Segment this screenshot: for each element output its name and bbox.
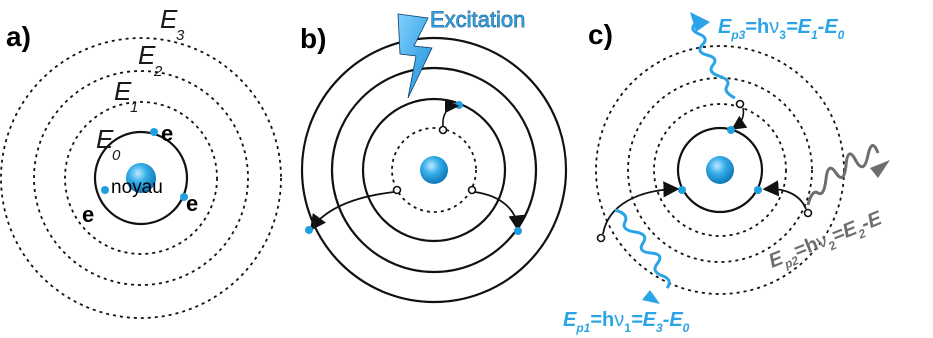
svg-text:2: 2 bbox=[153, 63, 163, 80]
electron-dot bbox=[754, 186, 762, 194]
photon-wave-p2 bbox=[806, 144, 880, 206]
electron-hole bbox=[438, 125, 448, 135]
transition-arrow bbox=[602, 181, 680, 235]
photon-arrowhead-p2 bbox=[870, 160, 890, 178]
svg-text:E: E bbox=[114, 76, 132, 106]
equation-ep2: Ep2=hν2=E2-E bbox=[766, 207, 887, 276]
photon-arrowhead-p3 bbox=[690, 12, 710, 32]
electron-dot bbox=[727, 126, 735, 134]
orbit-e2 bbox=[33, 70, 249, 286]
panel-b-label: b) bbox=[300, 23, 326, 54]
lightning-bolt-icon bbox=[397, 13, 433, 99]
panel-b: b) Excitation bbox=[300, 7, 568, 304]
electron-hole bbox=[596, 233, 606, 243]
nucleus bbox=[420, 156, 448, 184]
excitation-label: Excitation bbox=[430, 7, 525, 32]
orbit-e0 bbox=[93, 130, 189, 226]
electron-hole bbox=[735, 99, 745, 109]
orbit-e1 bbox=[64, 101, 218, 255]
equation-ep1: Ep1=hν1=E3-E0 bbox=[563, 309, 690, 335]
svg-text:Ep3=hν3=E1-E0: Ep3=hν3=E1-E0 bbox=[718, 16, 845, 42]
electron-dot bbox=[514, 227, 522, 235]
orbit-e3 bbox=[0, 37, 282, 319]
svg-text:E: E bbox=[138, 40, 156, 70]
orbit-third bbox=[330, 66, 538, 274]
svg-text:3: 3 bbox=[176, 27, 185, 44]
level-label-e2: E 2 bbox=[138, 40, 163, 80]
level-label-e1: E 1 bbox=[114, 76, 138, 116]
electron-dot bbox=[150, 128, 158, 136]
nucleus bbox=[126, 163, 156, 193]
electron-dot bbox=[180, 193, 188, 201]
panel-a: a) E 3 E 2 E 1 E 0 e e e noyau bbox=[0, 4, 282, 319]
panel-c: c) Ep3=hν3=E1-E0 bbox=[563, 12, 890, 335]
svg-text:E: E bbox=[160, 4, 178, 34]
svg-text:1: 1 bbox=[130, 99, 138, 116]
svg-text:E: E bbox=[96, 124, 114, 154]
panel-c-label: c) bbox=[588, 19, 613, 50]
orbit-e0 bbox=[676, 126, 764, 214]
level-label-e0: E 0 bbox=[96, 124, 121, 164]
electron-dot bbox=[101, 186, 109, 194]
electron-label: e bbox=[186, 191, 198, 216]
orbit-e2 bbox=[627, 77, 813, 263]
electron-dot bbox=[305, 226, 313, 234]
photon-wave-p3 bbox=[691, 22, 736, 100]
orbit-ground bbox=[391, 127, 477, 213]
orbit-second bbox=[361, 97, 507, 243]
orbit-outer bbox=[300, 36, 568, 304]
nucleus-label: noyau bbox=[111, 177, 163, 198]
transition-arrow bbox=[474, 191, 525, 232]
electron-label: e bbox=[82, 202, 94, 227]
electron-hole bbox=[392, 185, 402, 195]
electron-hole bbox=[467, 185, 477, 195]
transition-arrow bbox=[442, 98, 460, 127]
nucleus bbox=[706, 156, 734, 184]
photon-wave-p1 bbox=[614, 208, 671, 289]
electron-hole bbox=[803, 208, 813, 218]
svg-text:0: 0 bbox=[112, 147, 121, 164]
svg-text:Ep2=hν2=E2-E: Ep2=hν2=E2-E bbox=[766, 207, 887, 276]
photon-arrowhead-p1 bbox=[642, 290, 660, 304]
transition-arrow bbox=[731, 107, 748, 130]
orbit-e1 bbox=[653, 103, 787, 237]
electron-dot bbox=[455, 101, 463, 109]
transition-arrow bbox=[762, 180, 807, 210]
equation-ep3: Ep3=hν3=E1-E0 bbox=[718, 16, 845, 42]
electron-label: e bbox=[161, 121, 173, 146]
electron-dot bbox=[678, 186, 686, 194]
level-label-e3: E 3 bbox=[160, 4, 185, 44]
svg-text:Ep1=hν1=E3-E0: Ep1=hν1=E3-E0 bbox=[563, 309, 690, 335]
panel-a-label: a) bbox=[6, 21, 31, 52]
transition-arrow bbox=[309, 191, 395, 231]
